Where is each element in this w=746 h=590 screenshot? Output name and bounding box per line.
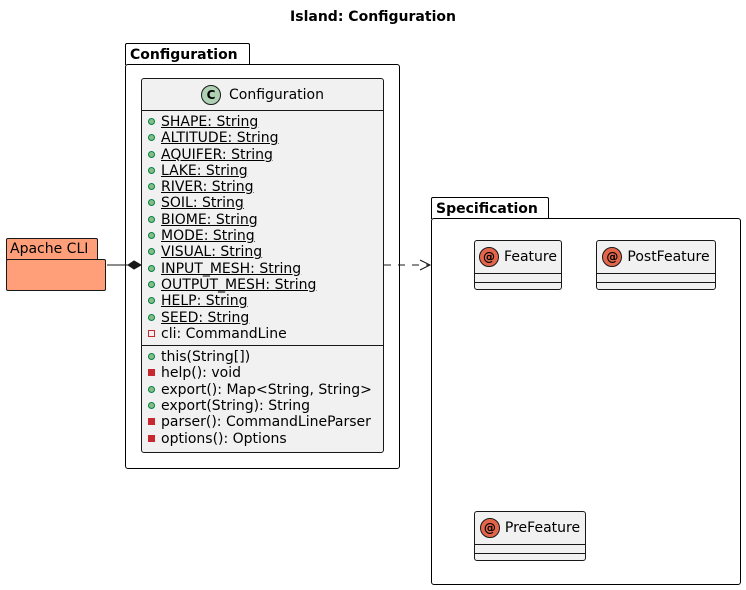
- method-row: parser(): CommandLineParser: [142, 414, 383, 430]
- method-row: help(): void: [142, 365, 383, 381]
- field-row: LAKE: String: [142, 163, 383, 179]
- field-row: VISUAL: String: [142, 244, 383, 260]
- method-text: options(): Options: [161, 430, 287, 447]
- package-apache-cli-label: Apache CLI: [10, 241, 89, 257]
- method-row: export(): Map<String, String>: [142, 382, 383, 398]
- field-text: OUTPUT_MESH: String: [161, 276, 317, 293]
- composition-diamond: [127, 260, 143, 270]
- field-text: SOIL: String: [161, 195, 244, 212]
- public-visibility-icon: [148, 385, 155, 393]
- field-text: ALTITUDE: String: [161, 130, 279, 147]
- annotation-icon: @: [479, 517, 500, 538]
- package-apache-cli[interactable]: Apache CLI: [6, 238, 107, 292]
- field-text: cli: CommandLine: [161, 325, 287, 342]
- public-visibility-icon: [148, 402, 155, 410]
- field-text: SEED: String: [161, 309, 250, 326]
- package-apache-cli-body: [6, 259, 106, 291]
- package-configuration-label: Configuration: [130, 47, 238, 63]
- method-text: help(): void: [161, 365, 241, 382]
- public-visibility-icon: [148, 183, 155, 191]
- method-text: this(String[]): [161, 349, 251, 366]
- field-row: OUTPUT_MESH: String: [142, 277, 383, 293]
- public-visibility-icon: [148, 264, 155, 272]
- public-visibility-icon: [148, 118, 155, 125]
- private-visibility-icon: [148, 369, 155, 377]
- package-apache-cli-tab: Apache CLI: [6, 238, 98, 260]
- field-row: ALTITUDE: String: [142, 130, 383, 146]
- class-configuration-header: C Configuration: [142, 79, 383, 110]
- annotation-postfeature-name: PostFeature: [627, 248, 710, 265]
- field-text: SHAPE: String: [161, 114, 259, 130]
- diagram-title: Island: Configuration: [290, 9, 456, 25]
- annotation-feature[interactable]: @ Feature: [474, 240, 562, 290]
- public-visibility-icon: [148, 280, 155, 288]
- public-visibility-icon: [148, 150, 155, 158]
- field-row: BIOME: String: [142, 212, 383, 228]
- field-row: AQUIFER: String: [142, 147, 383, 163]
- public-visibility-icon: [148, 232, 155, 240]
- method-row: options(): Options: [142, 431, 383, 447]
- field-row: INPUT_MESH: String: [142, 261, 383, 277]
- public-visibility-icon: [148, 313, 155, 321]
- package-specification-label: Specification: [436, 201, 538, 217]
- annotation-prefeature[interactable]: @ PreFeature: [474, 511, 586, 561]
- field-row: RIVER: String: [142, 179, 383, 195]
- public-visibility-icon: [148, 353, 155, 361]
- method-text: export(String): String: [161, 398, 311, 415]
- field-text: RIVER: String: [161, 179, 254, 196]
- public-visibility-icon: [148, 134, 155, 142]
- field-row: cli: CommandLine: [142, 326, 383, 342]
- field-text: HELP: String: [161, 293, 248, 310]
- method-text: export(): Map<String, String>: [161, 381, 372, 398]
- annotation-postfeature[interactable]: @ PostFeature: [596, 240, 716, 290]
- class-configuration-name: Configuration: [229, 86, 324, 103]
- field-row: MODE: String: [142, 228, 383, 244]
- public-visibility-icon: [148, 248, 155, 256]
- field-row: SEED: String: [142, 310, 383, 326]
- dependency-arrowhead: [419, 259, 432, 271]
- field-row: SOIL: String: [142, 195, 383, 211]
- package-configuration-tab: Configuration: [125, 43, 250, 65]
- field-text: VISUAL: String: [161, 244, 263, 261]
- field-text: INPUT_MESH: String: [161, 260, 302, 277]
- annotation-prefeature-name: PreFeature: [504, 519, 581, 536]
- private-visibility-icon: [148, 329, 155, 337]
- field-text: MODE: String: [161, 228, 255, 245]
- field-text: BIOME: String: [161, 211, 258, 228]
- field-row: SHAPE: String: [142, 114, 383, 130]
- public-visibility-icon: [148, 297, 155, 305]
- public-visibility-icon: [148, 166, 155, 174]
- method-row: this(String[]): [142, 349, 383, 365]
- method-row: export(String): String: [142, 398, 383, 414]
- private-visibility-icon: [148, 418, 155, 426]
- annotation-feature-name: Feature: [504, 248, 557, 265]
- package-specification-tab: Specification: [431, 197, 549, 219]
- field-text: AQUIFER: String: [161, 146, 273, 163]
- class-stereotype-icon: C: [201, 84, 222, 105]
- field-row: HELP: String: [142, 293, 383, 309]
- field-text: LAKE: String: [161, 162, 248, 179]
- public-visibility-icon: [148, 215, 155, 223]
- annotation-icon: @: [602, 246, 623, 267]
- annotation-icon: @: [479, 246, 500, 267]
- public-visibility-icon: [148, 199, 155, 207]
- method-text: parser(): CommandLineParser: [161, 414, 371, 431]
- private-visibility-icon: [148, 434, 155, 442]
